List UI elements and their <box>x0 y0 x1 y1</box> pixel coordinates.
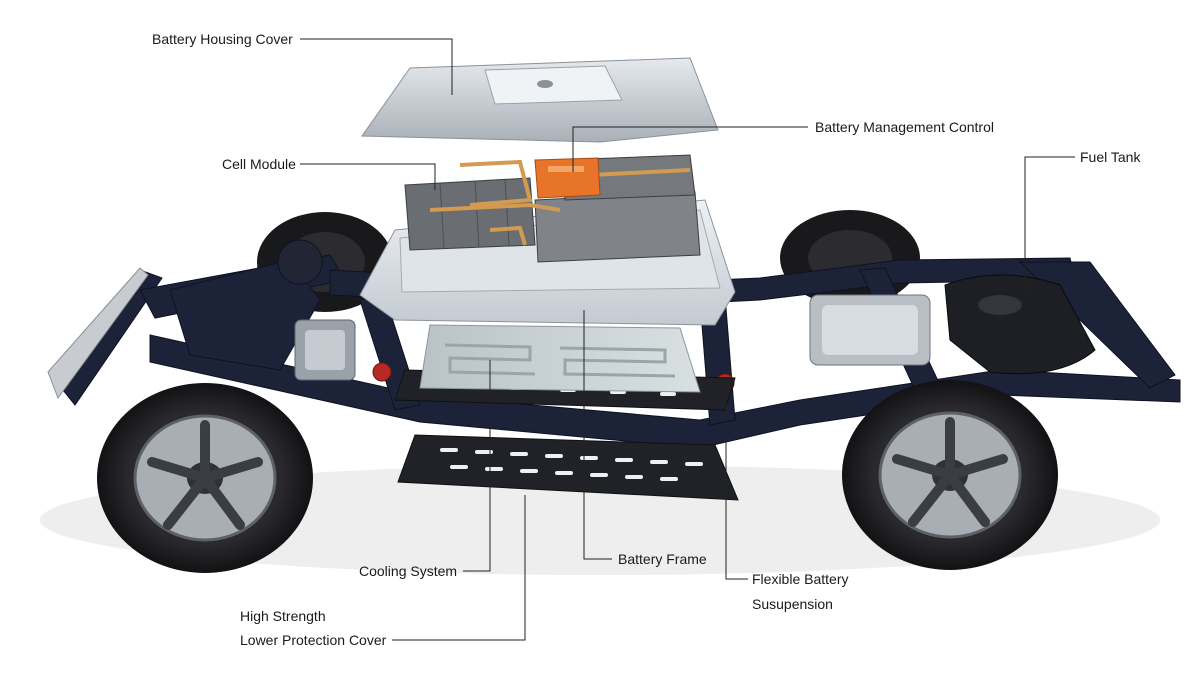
rear-drive-unit <box>809 294 931 366</box>
battery-housing-cover <box>361 57 719 143</box>
front-right-wheel <box>842 380 1058 570</box>
label-battery-frame: Battery Frame <box>618 551 707 567</box>
label-battery-housing-cover: Battery Housing Cover <box>152 31 293 47</box>
leader-battery-management-control <box>572 126 808 172</box>
leader-flexible-suspension <box>725 385 748 580</box>
leader-battery-housing-cover <box>300 38 453 95</box>
label-cell-module: Cell Module <box>222 156 296 172</box>
label-fuel-tank: Fuel Tank <box>1080 149 1141 165</box>
label-suspension: Susupension <box>752 596 833 612</box>
label-battery-management-control: Battery Management Control <box>815 119 994 135</box>
busbars <box>429 159 691 246</box>
leader-lower-protection-cover <box>392 495 526 641</box>
leader-lines <box>300 38 1075 641</box>
label-lower-protection-cover: Lower Protection Cover <box>240 632 387 648</box>
cooling-plate <box>419 324 701 393</box>
label-cooling-system: Cooling System <box>359 563 458 579</box>
battery-management-unit <box>534 157 601 199</box>
label-flexible-battery: Flexible Battery <box>752 571 849 587</box>
label-high-strength: High Strength <box>240 608 326 624</box>
leader-fuel-tank <box>1024 156 1075 300</box>
leader-cell-module <box>300 163 436 190</box>
front-left-wheel <box>97 383 313 573</box>
fuel-tank <box>944 274 1096 375</box>
leader-battery-frame <box>583 310 612 560</box>
front-drive-unit <box>294 319 356 381</box>
leader-cooling-system <box>463 360 491 572</box>
